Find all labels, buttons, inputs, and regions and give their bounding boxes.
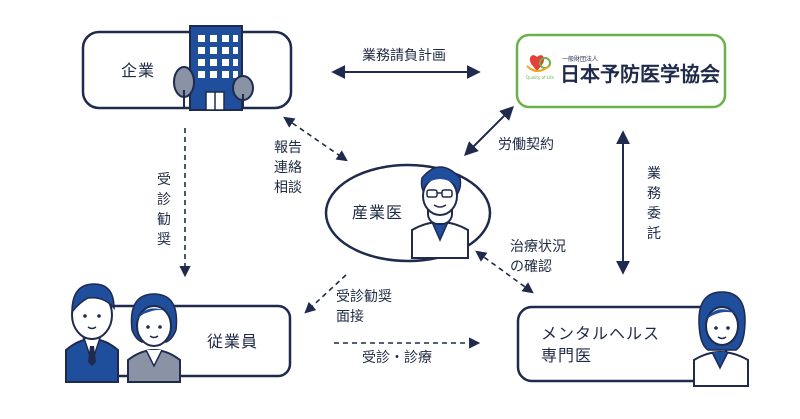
recommend-vertical-label: 受診勧奨 [157,172,171,248]
association-caption: 一般財団法人 [562,56,599,63]
specialist-label-line1: メンタルヘルス [541,324,661,343]
female-employee-icon [127,293,181,383]
treatment-label-line1: 治療状況 [510,239,566,255]
report-label-line1: 報告 [274,140,302,156]
business-consignment-label: 業務委託 [647,166,661,242]
building-icon [189,25,243,111]
arrow-company-doctor [283,116,348,162]
business-contract-label: 業務請負計画 [362,48,446,64]
doctor-figure-icon [411,166,469,259]
association-name: 日本予防医学協会 [560,62,720,86]
employee-label: 従業員 [207,332,259,351]
association-box [515,33,727,109]
report-label-line3: 相談 [274,180,302,196]
arrow-doctor-employee [304,274,347,314]
recommend-label-line1: 受診勧奨 [336,289,392,305]
specialist-label-line2: 専門医 [541,346,593,365]
arrow-doctor-specialist [475,250,534,294]
doctor-label: 産業医 [352,203,404,222]
treatment-label-line2: の確認 [510,259,552,275]
report-label-line2: 連絡 [274,160,302,176]
tree-icon [173,66,254,108]
company-label: 企業 [121,61,156,80]
labor-contract-label: 労働契約 [498,137,554,153]
association-logo-icon [526,55,551,72]
recommend-label-line2: 面接 [336,309,364,325]
specialist-figure-icon [693,291,749,387]
consult-treatment-label: 受診・診療 [362,350,432,366]
arrow-doctor-association [464,106,514,156]
male-employee-icon [65,283,119,383]
association-tagline: Quality of Life [526,75,554,80]
